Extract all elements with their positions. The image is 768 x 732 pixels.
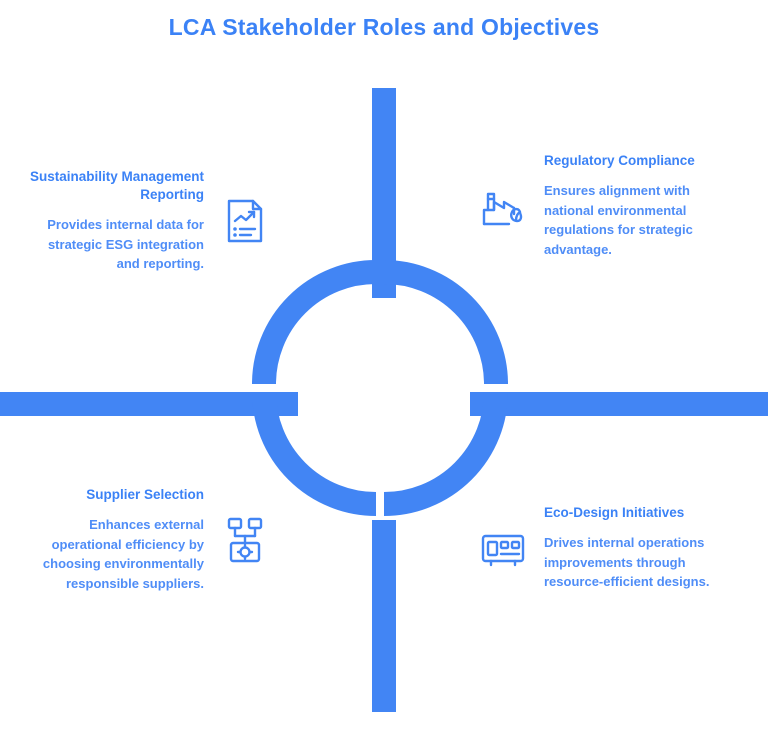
quadrant-text: Eco-Design Initiatives Drives internal o… xyxy=(544,504,740,592)
quadrant-text: Regulatory Compliance Ensures alignment … xyxy=(544,152,734,259)
quadrant-regulatory-compliance: Regulatory Compliance Ensures alignment … xyxy=(476,152,748,259)
quadrant-heading: Eco-Design Initiatives xyxy=(544,505,685,520)
quadrant-supplier-selection: Supplier Selection Enhances external ope… xyxy=(22,486,292,593)
quadrant-body: Provides internal data for strategic ESG… xyxy=(47,217,204,272)
quadrant-heading: Sustainability Management Reporting xyxy=(29,169,204,203)
quadrant-sustainability-management-reporting: Sustainability Management Reporting Prov… xyxy=(22,168,292,274)
hub-ring-segment-top-left xyxy=(252,260,377,385)
report-chart-icon xyxy=(218,192,272,250)
hub-ring-segment-top-right xyxy=(383,260,508,385)
hub-arm-right xyxy=(470,392,768,416)
quadrant-text: Sustainability Management Reporting Prov… xyxy=(22,168,204,274)
quadrant-body: Drives internal operations improvements … xyxy=(544,535,710,590)
supplier-network-icon xyxy=(218,511,272,569)
quadrant-heading: Supplier Selection xyxy=(86,487,204,502)
hub-arm-bottom xyxy=(372,520,396,712)
quadrant-body: Enhances external operational efficiency… xyxy=(42,517,204,591)
quadrant-text: Supplier Selection Enhances external ope… xyxy=(22,486,204,593)
hub-arm-left xyxy=(0,392,298,416)
quadrant-heading: Regulatory Compliance xyxy=(544,153,695,168)
quadrant-eco-design-initiatives: Eco-Design Initiatives Drives internal o… xyxy=(476,504,752,592)
factory-leaf-icon xyxy=(476,177,530,235)
hub-ring-segment-bottom-right xyxy=(383,391,508,516)
hub-ring-segment-bottom-left xyxy=(252,391,377,516)
quadrant-body: Ensures alignment with national environm… xyxy=(544,183,693,257)
eco-design-icon xyxy=(476,519,530,577)
page-title: LCA Stakeholder Roles and Objectives xyxy=(168,14,600,40)
hub-ring xyxy=(252,260,508,516)
